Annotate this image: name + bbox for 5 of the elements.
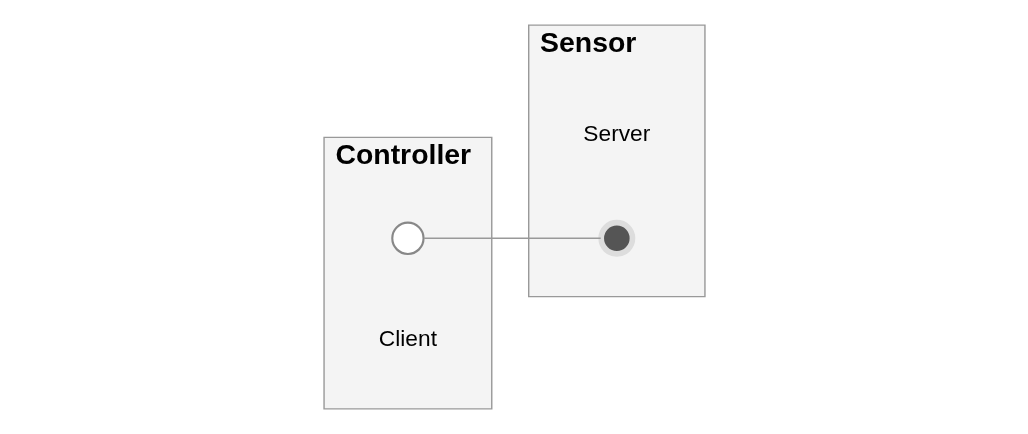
connector bbox=[422, 237, 601, 240]
node-label: Client bbox=[378, 325, 437, 352]
node-circle bbox=[597, 219, 635, 257]
node-circle bbox=[390, 221, 425, 255]
node-label: Server bbox=[582, 120, 650, 147]
